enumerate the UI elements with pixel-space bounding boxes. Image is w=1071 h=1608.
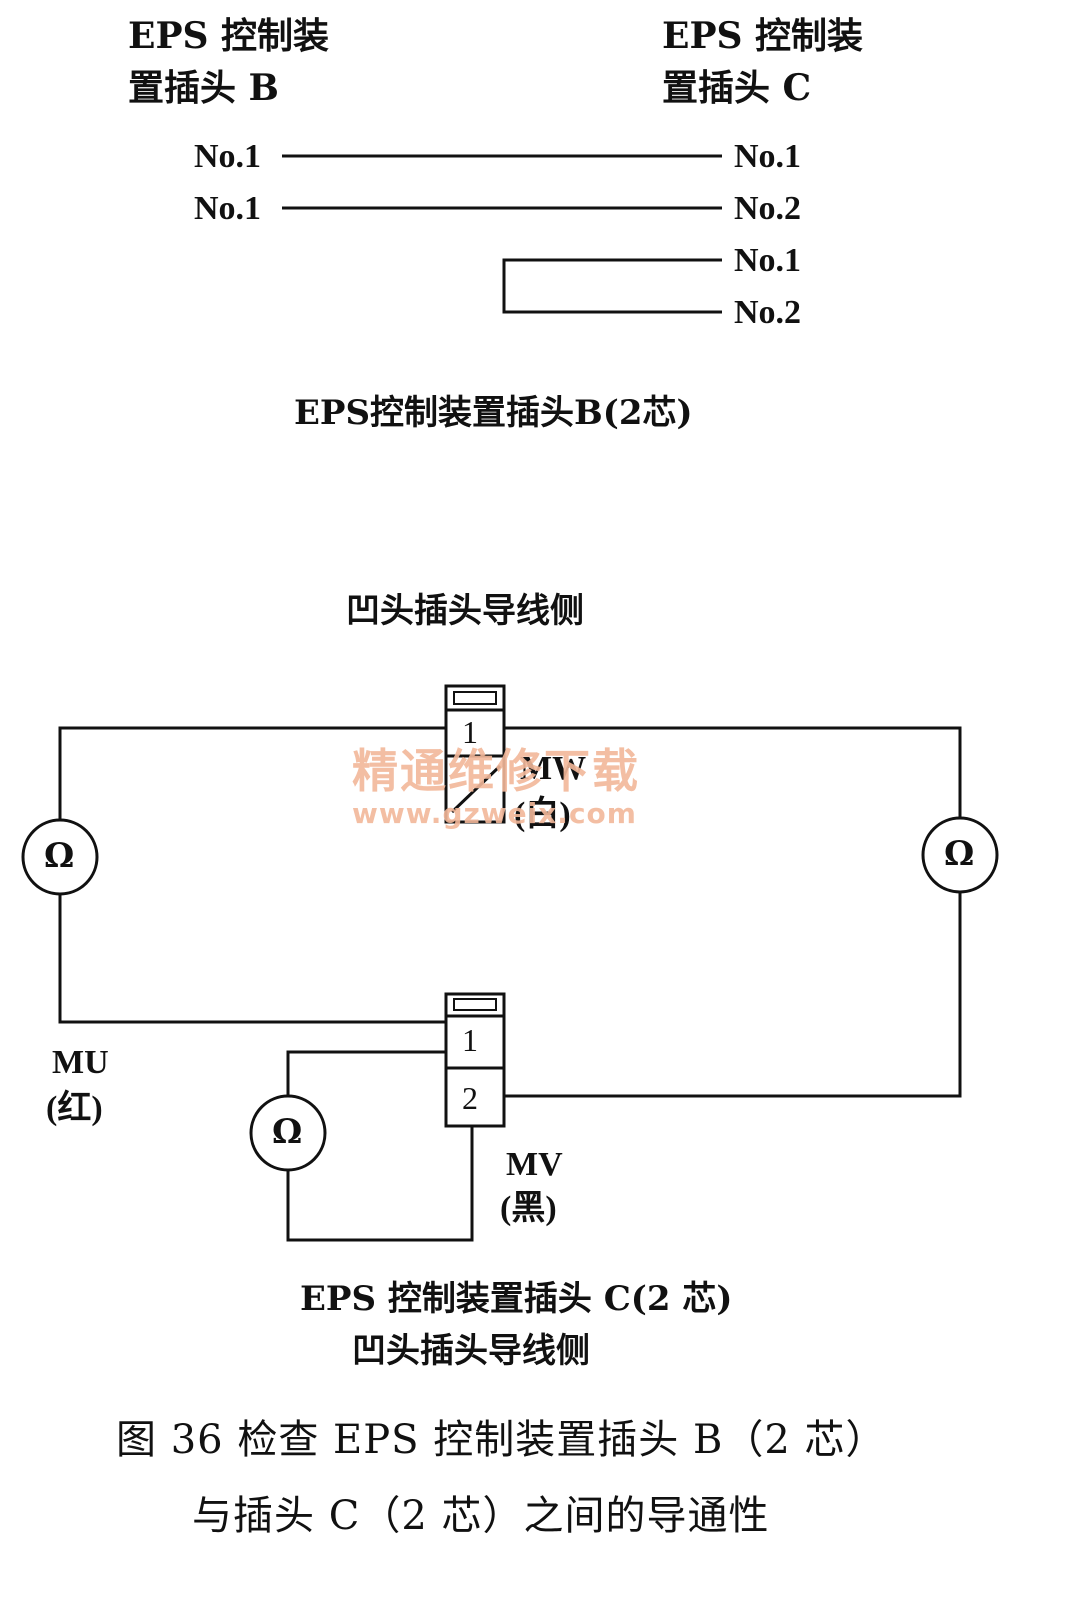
watermark-text: 精通维修下载 (352, 744, 640, 798)
header-connector-b-line2: 置插头 B (128, 67, 279, 109)
ohmmeter-left (21, 818, 99, 896)
pin-c-row1: No.1 (734, 138, 802, 175)
label-mv: MV (506, 1146, 563, 1183)
bottom-caption-line2: 凹头插头导线侧 (352, 1331, 590, 1371)
wire-right-upper (504, 726, 962, 818)
connector-b (444, 684, 506, 824)
wire-small-meter-upper (286, 1050, 446, 1096)
connector-c-terminal-1: 1 (462, 1022, 478, 1058)
connector-b-terminal-1: 1 (462, 714, 478, 750)
ohmmeter-bottom (249, 1094, 327, 1172)
ohm-symbol-right: Ω (944, 834, 975, 874)
wire-left-lower (58, 894, 446, 1024)
header-connector-c-line2: 置插头 C (662, 67, 812, 109)
wire-small-meter-lower (286, 1126, 474, 1242)
label-mu: MU (52, 1044, 109, 1081)
label-mu-color: (红) (46, 1090, 103, 1127)
figure-caption-line2: 与插头 C（2 芯）之间的导通性 (192, 1493, 770, 1539)
pin-c-row3: No.1 (734, 242, 802, 279)
ohmmeter-right (921, 816, 999, 894)
wire-right-lower (504, 892, 962, 1098)
wire-c1-c2-loop (502, 258, 722, 314)
top-caption: EPS控制装置插头B(2芯) (294, 393, 693, 433)
watermark-url: www.gzweix.com (352, 797, 637, 830)
connector-c-terminal-2: 2 (462, 1080, 478, 1116)
pin-b-row1: No.1 (194, 138, 262, 175)
header-connector-c-line1: EPS 控制装 (662, 15, 864, 57)
pin-b-row2: No.1 (194, 190, 262, 227)
header-connector-b-line1: EPS 控制装 (128, 15, 330, 57)
pin-c-row4: No.2 (734, 294, 802, 331)
label-mw-color: (白) (514, 796, 571, 833)
bottom-caption-top: 凹头插头导线侧 (346, 591, 584, 631)
ohm-symbol-bottom: Ω (272, 1112, 303, 1152)
figure-caption-line1: 图 36 检查 EPS 控制装置插头 B（2 芯） (116, 1417, 887, 1463)
wire-left-loop (58, 726, 446, 820)
label-mv-color: (黑) (500, 1190, 557, 1227)
bottom-caption-line1: EPS 控制装置插头 C(2 芯) (300, 1279, 733, 1319)
pin-c-row2: No.2 (734, 190, 802, 227)
label-mw: MW (520, 750, 587, 787)
ohm-symbol-left: Ω (44, 836, 75, 876)
connector-c (444, 992, 506, 1128)
